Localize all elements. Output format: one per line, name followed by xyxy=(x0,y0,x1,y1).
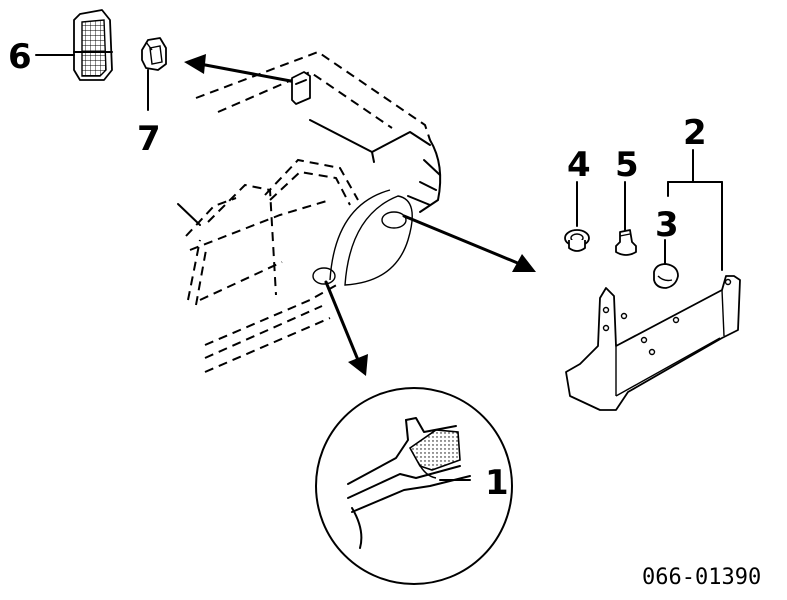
part-1-sealer-pad xyxy=(408,429,461,471)
diagram-code: 066-01390 xyxy=(642,565,761,590)
callout-2: 2 xyxy=(683,113,707,153)
callout-5: 5 xyxy=(615,145,639,185)
car-body-outline xyxy=(177,50,442,373)
callout-7: 7 xyxy=(137,119,161,159)
part-3-clip xyxy=(653,263,679,289)
arrow-to-mud-flap xyxy=(381,211,536,272)
leader-2 xyxy=(667,149,723,271)
part-6-grid-panel xyxy=(73,9,113,81)
callout-4: 4 xyxy=(567,145,591,185)
callout-1: 1 xyxy=(485,463,509,503)
part-4-grommet xyxy=(564,229,590,252)
callout-3: 3 xyxy=(655,205,679,245)
part-5-screw xyxy=(615,229,637,256)
detail-circle xyxy=(315,387,513,585)
arrow-to-parts-6-7 xyxy=(184,54,311,105)
arrow-to-detail-circle xyxy=(312,267,368,376)
callout-6: 6 xyxy=(8,37,32,77)
part-7-clip xyxy=(141,37,167,71)
part-2-mud-flap xyxy=(565,275,741,411)
